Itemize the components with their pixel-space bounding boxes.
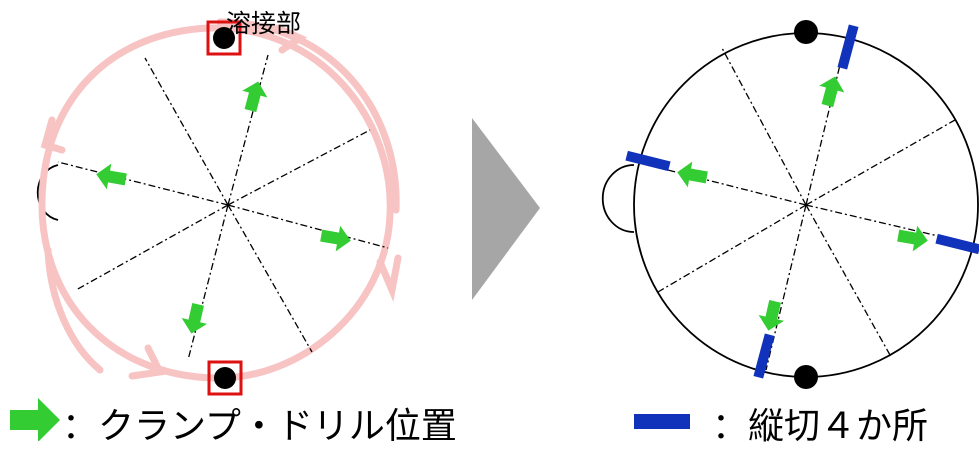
weld-marker-top — [206, 20, 242, 56]
green-arrow-icon — [96, 163, 127, 190]
gray-triangle-icon — [472, 118, 540, 300]
weld-dot-top-right — [794, 20, 818, 44]
legend-green-arrow-icon — [10, 398, 60, 441]
legend-clamp-drill-label: ：クランプ・ドリル位置 — [62, 406, 457, 447]
green-arrow-icon — [758, 300, 784, 331]
blue-bar-icon — [837, 24, 859, 70]
weld-marker-bottom — [207, 360, 243, 396]
green-arrow-icon — [181, 303, 207, 334]
rotation-trace — [38, 18, 402, 382]
blue-bar-icon — [625, 150, 671, 172]
blue-bar-icon — [753, 333, 775, 379]
green-arrow-icon — [242, 81, 268, 113]
green-arrow-icon — [677, 161, 708, 188]
left-spokes — [57, 54, 389, 361]
weld-label: 溶接部 — [226, 9, 302, 38]
green-arrow-icon — [320, 225, 351, 252]
left-side-tab — [36, 164, 59, 221]
right-spokes — [635, 39, 969, 371]
weld-dot-top — [213, 27, 235, 49]
right-side-tab — [601, 164, 635, 233]
blue-bar-icon — [935, 233, 979, 255]
green-arrow-icon — [897, 225, 928, 252]
left-diagram — [36, 18, 402, 396]
weld-dot-bottom-right — [794, 365, 818, 389]
legend-cut-label: ：縦切４か所 — [712, 406, 929, 447]
weld-dot-bottom — [214, 367, 236, 389]
green-arrow-icon — [819, 76, 845, 108]
legend-blue-bar-icon — [634, 414, 690, 429]
right-diagram — [601, 20, 979, 389]
